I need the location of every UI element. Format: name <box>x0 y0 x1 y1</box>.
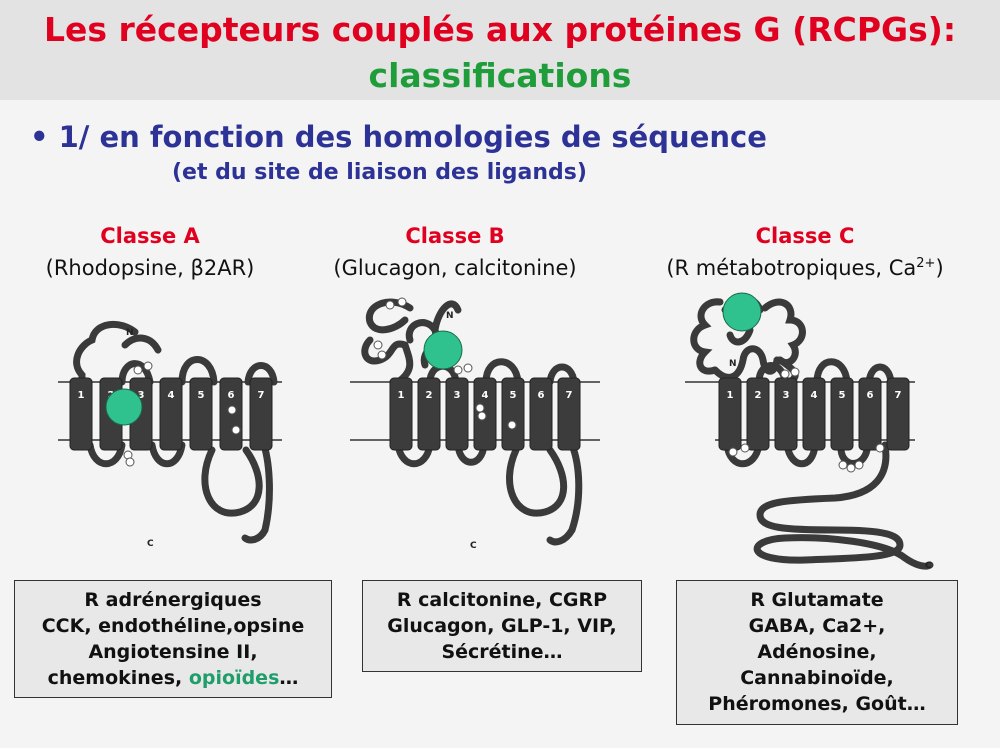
helix-number: 3 <box>138 390 145 401</box>
helix-number: 6 <box>538 390 545 401</box>
class-b-examples-box: R calcitonine, CGRP Glucagon, GLP-1, VIP… <box>362 580 642 672</box>
helix-number: 1 <box>398 390 405 401</box>
helix-number: 4 <box>811 390 818 401</box>
class-c-receptor-diagram: 1 2 3 4 5 6 7 N C <box>685 292 934 571</box>
helix-number: 7 <box>566 390 573 401</box>
class-a-name: Classe A <box>100 224 200 248</box>
helix-number: 7 <box>895 390 902 401</box>
helix-number: 2 <box>426 390 433 401</box>
title-banner <box>0 0 1000 100</box>
class-b-receptor-diagram: 1 2 3 4 5 6 7 N C <box>350 297 600 551</box>
opioides-highlight: opioïdes <box>188 667 280 689</box>
box-line: Glucagon, GLP-1, VIP, <box>387 615 617 637</box>
box-line: GABA, Ca2+, <box>748 615 886 637</box>
class-c-examples: (R métabotropiques, Ca2+) <box>666 256 944 280</box>
class-a-examples: (Rhodopsine, β2AR) <box>45 256 255 280</box>
helix-number: 1 <box>78 390 85 401</box>
helix-number: 5 <box>198 390 205 401</box>
box-line: Adénosine, <box>757 641 877 663</box>
box-line: Angiotensine II, <box>88 641 258 663</box>
helix-number: 3 <box>783 390 790 401</box>
c-terminus-label: C <box>470 541 477 551</box>
ligand-binding-site-marker <box>423 330 463 370</box>
c-terminus-label: C <box>147 539 154 549</box>
class-b-name: Classe B <box>405 224 505 248</box>
helix-number: 3 <box>454 390 461 401</box>
box-line: Sécrétine… <box>441 641 563 663</box>
class-b-examples: (Glucagon, calcitonine) <box>333 256 577 280</box>
n-terminus-label: N <box>446 311 454 321</box>
ligand-binding-site-marker <box>722 292 762 332</box>
helix-number: 2 <box>755 390 762 401</box>
helix-number: 5 <box>510 390 517 401</box>
box-line: R calcitonine, CGRP <box>396 589 608 611</box>
helix-number: 1 <box>727 390 734 401</box>
class-a-receptor-diagram: 1 2 3 4 5 6 7 N C <box>58 321 282 549</box>
helix-number: 6 <box>228 390 235 401</box>
box-line: Phéromones, Goût… <box>708 693 926 715</box>
class-c-examples-box: R Glutamate GABA, Ca2+, Adénosine, Canna… <box>676 580 958 725</box>
helix-number: 5 <box>839 390 846 401</box>
ligand-binding-site-marker <box>105 388 143 426</box>
page-title: Les récepteurs couplés aux protéines G (… <box>43 10 957 49</box>
bullet-sub: (et du site de liaison des ligands) <box>172 160 587 185</box>
bullet-main: • 1/ en fonction des homologies de séque… <box>30 120 767 154</box>
helix-number: 4 <box>168 390 175 401</box>
box-line: R Glutamate <box>750 589 884 611</box>
class-c-name: Classe C <box>755 224 855 248</box>
box-line: chemokines, opioïdes… <box>47 667 299 689</box>
c-terminus-label: C <box>925 561 932 571</box>
helix-number: 7 <box>258 390 265 401</box>
class-a-examples-box: R adrénergiques CCK, endothéline,opsine … <box>14 580 332 698</box>
box-line: R adrénergiques <box>84 589 262 611</box>
box-line: CCK, endothéline,opsine <box>41 615 305 637</box>
page-subtitle: classifications <box>368 56 632 95</box>
helix-number: 6 <box>867 390 874 401</box>
n-terminus-label: N <box>126 328 134 338</box>
n-terminus-label: N <box>729 359 737 369</box>
box-line: Cannabinoïde, <box>740 667 894 689</box>
helix-number: 4 <box>482 390 489 401</box>
